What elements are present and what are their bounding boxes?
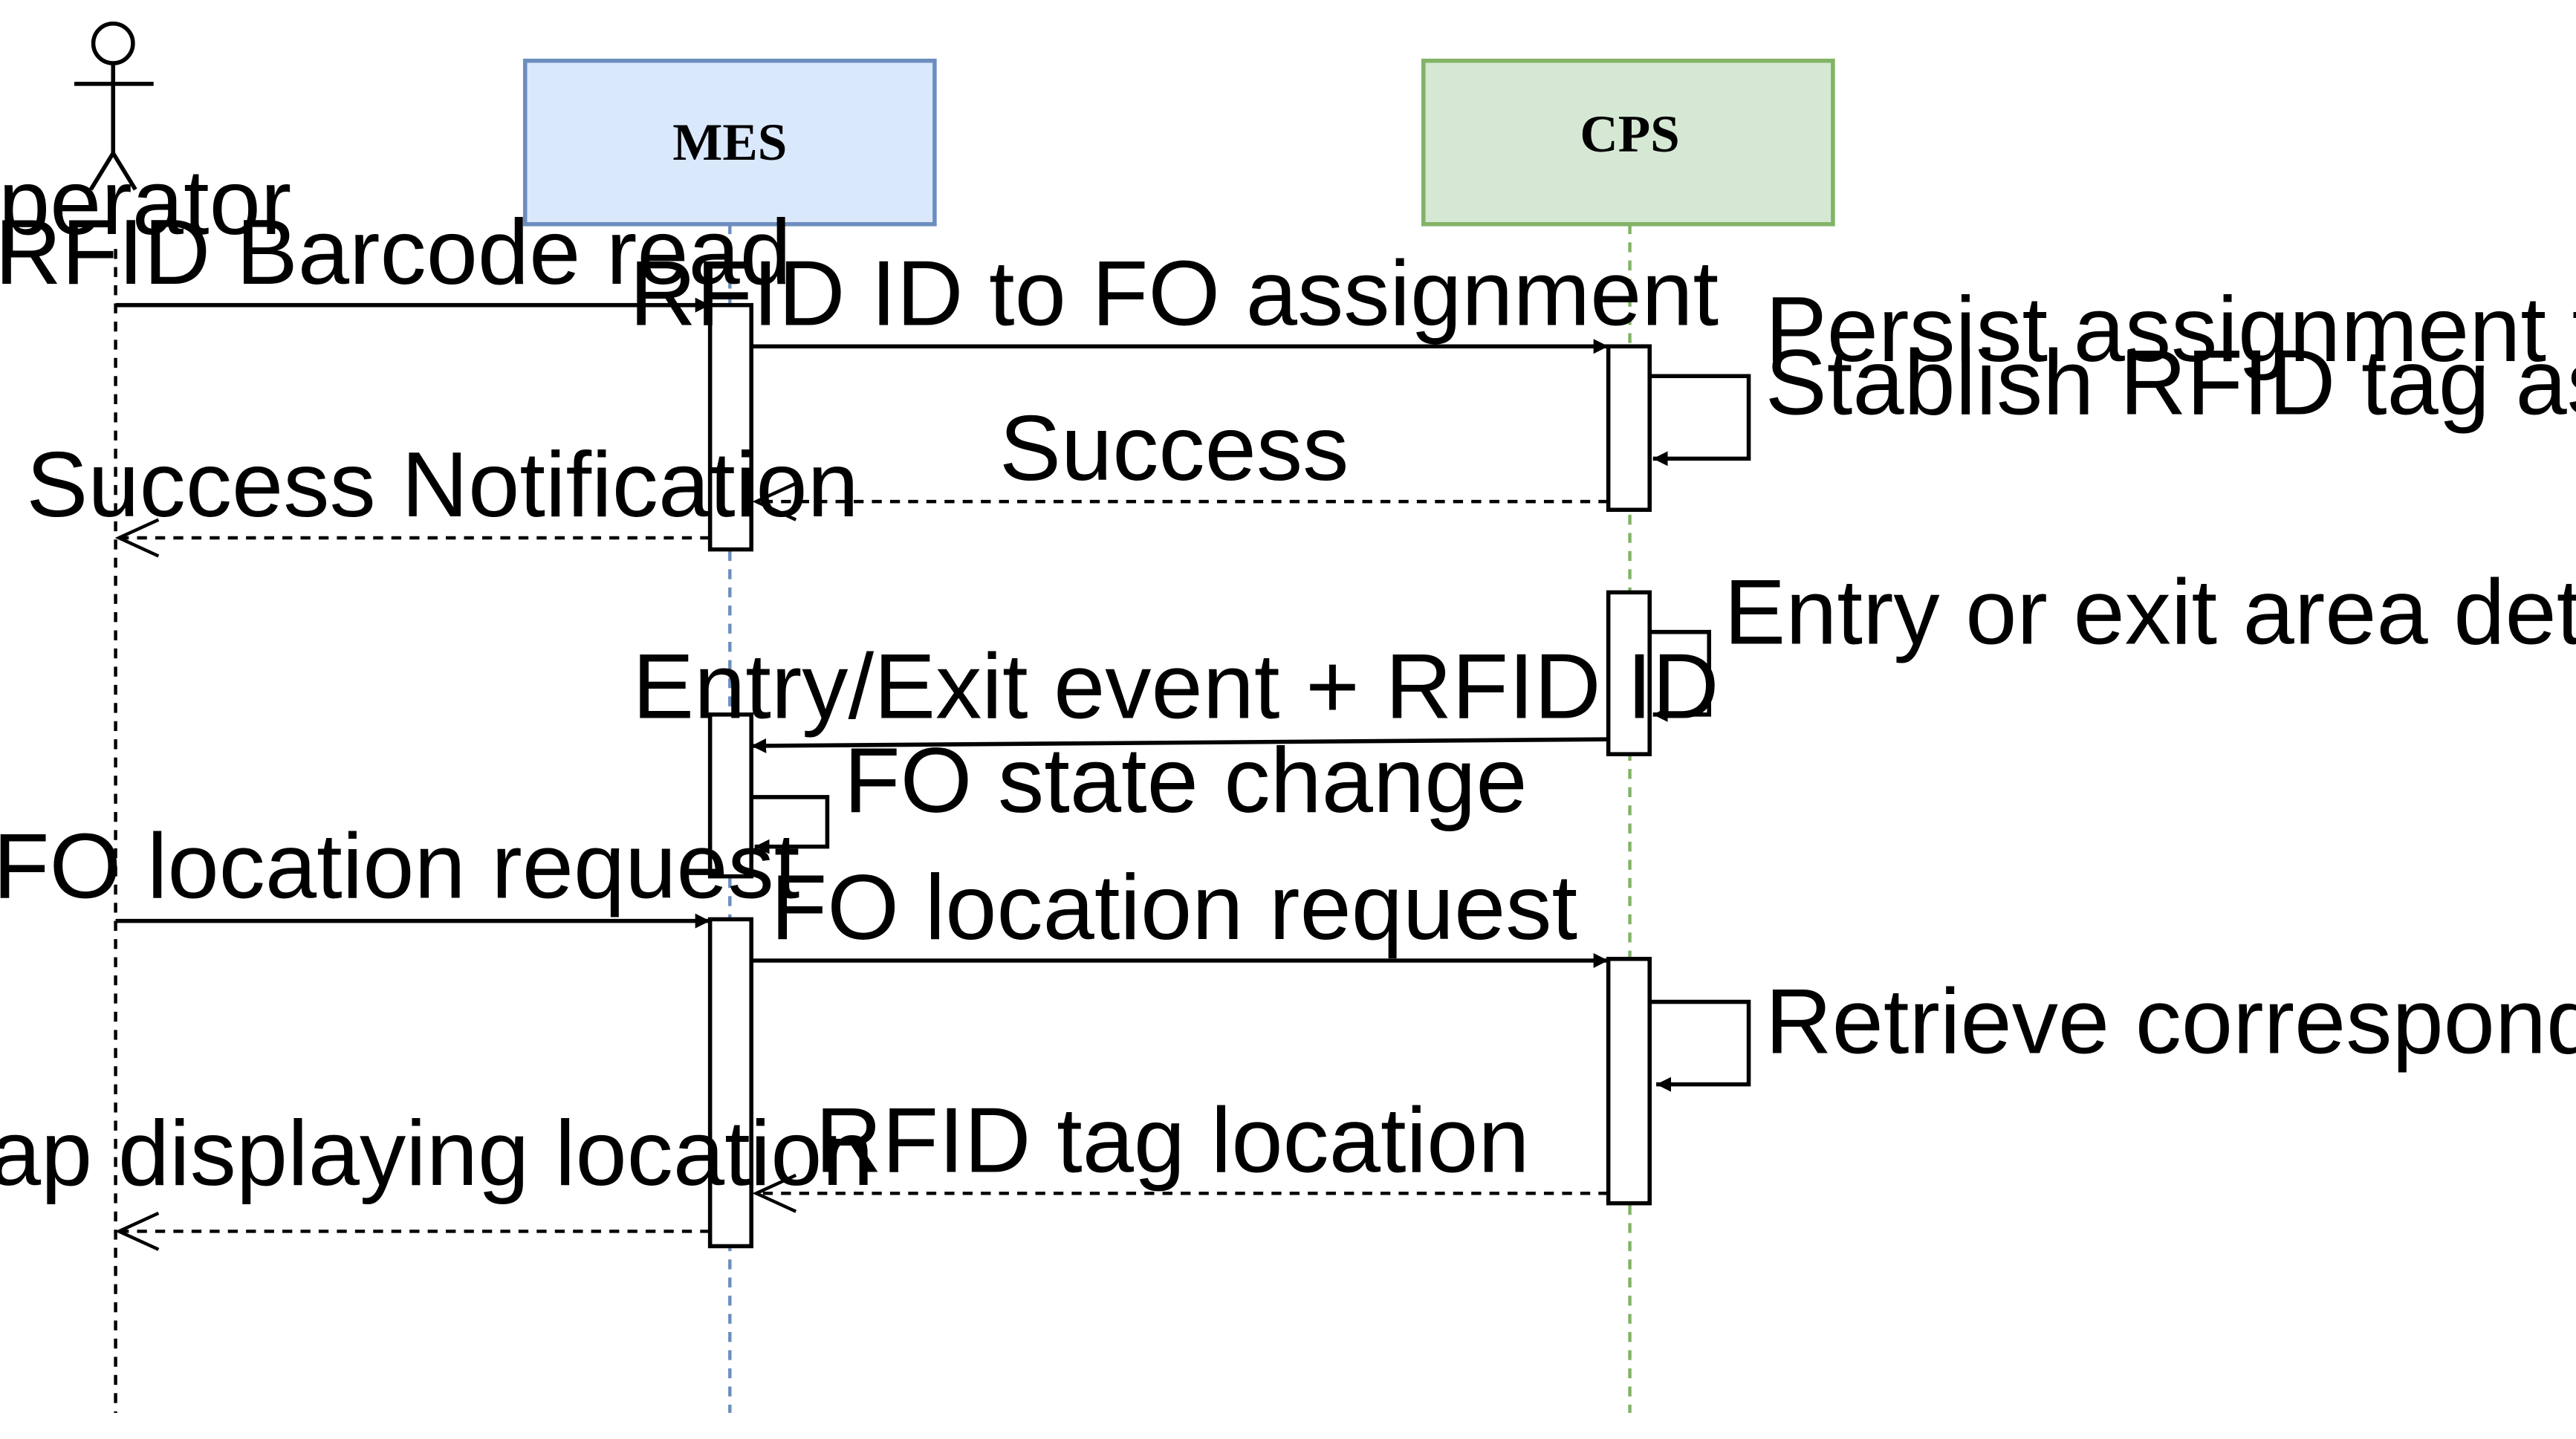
msg-success-notification-label: Success Notification [26,433,858,536]
cps-self-call-persist-arrow [1649,374,1751,467]
cps-self-call-detection-arrow [1649,629,1711,722]
msg-rfid-tag-location-arrowhead [752,1173,797,1213]
mes-self-call-state-change-label: FO state change [844,729,1528,832]
msg-map-displaying-location-label: Map displaying location [0,1102,874,1205]
operator-actor [74,21,154,191]
operator-right-leg [111,152,137,191]
cps-activation-1 [1606,344,1652,513]
mes-self-call-state-change-arrow [751,795,830,854]
cps-label: CPS [1580,105,1679,163]
cps-self-call-detection-label: Entry or exit area detection [1724,560,2576,663]
msg-rfid-barcode-read-label: RFID Barcode read [0,201,791,304]
msg-fo-location-request-operator-label: FO location request [0,815,799,918]
operator-left-leg [88,152,115,191]
mes-activation-1 [707,302,753,552]
cps-self-call-persist-label-2: Stablish RFID tag as active [1765,331,2576,434]
cps-activation-3 [1606,956,1652,1206]
operator-label: Operator [0,151,291,254]
mes-box [522,58,937,227]
msg-rfid-to-fo-assignment-label: RFID ID to FO assignment [629,241,1719,345]
cps-self-call-retrieve-arrow [1649,999,1751,1092]
msg-entry-exit-event-arrow [751,737,1609,753]
cps-box [1421,58,1835,227]
msg-entry-exit-event-label: Entry/Exit event + RFID ID [632,634,1719,738]
msg-rfid-tag-location-label: RFID tag location [815,1088,1529,1192]
cps-self-call-persist-label-1: Persist assignment to DB [1765,278,2576,381]
msg-success-return-arrowhead [752,481,797,522]
msg-fo-location-request-mes-label: FO location request [770,856,1577,959]
cps-self-call-retrieve-label: Retrieve corresponding RFID ID location [1765,969,2576,1073]
msg-success-return-label: Success [999,397,1349,500]
msg-success-notification-arrowhead [114,518,160,558]
mes-label: MES [672,114,787,172]
operator-head [91,21,135,65]
msg-map-displaying-location-arrowhead [114,1211,160,1251]
mes-activation-2 [707,712,753,879]
mes-activation-3 [707,917,753,1249]
cps-activation-2 [1606,590,1652,756]
